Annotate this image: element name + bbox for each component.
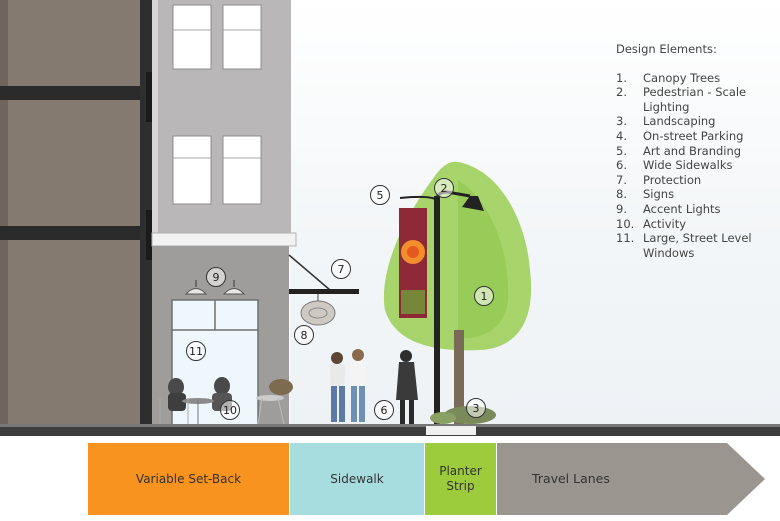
legend-item-number: 10. bbox=[616, 216, 635, 231]
accent-lights bbox=[184, 280, 246, 295]
legend-item-label: Activity bbox=[643, 216, 687, 231]
floor-band bbox=[0, 86, 145, 100]
awning bbox=[288, 254, 359, 294]
marker-accent-lights: 9 bbox=[206, 267, 226, 287]
zone-label: Strip bbox=[446, 479, 475, 493]
travel-lanes-arrow bbox=[497, 443, 765, 515]
legend-item-label: Art and Branding bbox=[643, 143, 742, 158]
legend-item-label: Wide Sidewalks bbox=[643, 158, 733, 173]
pedestrians bbox=[330, 349, 418, 424]
legend-item-label: Canopy Trees bbox=[643, 70, 721, 85]
marker-art-branding: 5 bbox=[370, 185, 390, 205]
zone-label: Travel Lanes bbox=[531, 471, 610, 486]
marker-pedestrian-lighting: 2 bbox=[434, 178, 454, 198]
legend-item-number: 8. bbox=[616, 187, 627, 202]
marker-street-level-windows: 11 bbox=[186, 341, 206, 361]
legend-item-number: 2. bbox=[616, 85, 627, 100]
legend-item: 6. Wide Sidewalks bbox=[616, 158, 780, 173]
zone-label: Planter bbox=[439, 464, 482, 478]
marker-activity: 10 bbox=[220, 400, 240, 420]
curb bbox=[426, 426, 476, 435]
zone-label: Variable Set-Back bbox=[135, 471, 242, 486]
legend-item: 10. Activity bbox=[616, 217, 780, 232]
marker-landscaping: 3 bbox=[466, 398, 486, 418]
zone-label: Sidewalk bbox=[330, 471, 384, 486]
legend-item-label: Accent Lights bbox=[643, 201, 721, 216]
hanging-sign bbox=[300, 294, 336, 326]
upper-windows bbox=[172, 4, 262, 205]
legend-title: Design Elements: bbox=[616, 42, 717, 56]
legend-item: 5. Art and Branding bbox=[616, 144, 780, 159]
marker-signs: 8 bbox=[294, 325, 314, 345]
legend-item: 11. Large, Street Level Windows bbox=[616, 231, 780, 260]
floor-band bbox=[0, 226, 145, 240]
marker-protection: 7 bbox=[331, 259, 351, 279]
legend-item: 1. Canopy Trees bbox=[616, 71, 780, 86]
legend-item-label: On-street Parking bbox=[643, 128, 744, 143]
sidewalk-surface bbox=[0, 424, 780, 427]
legend-item: 7. Protection bbox=[616, 173, 780, 188]
legend-item-number: 5. bbox=[616, 143, 627, 158]
marker-wide-sidewalks: 6 bbox=[374, 400, 394, 420]
adjacent-building bbox=[0, 0, 150, 432]
sky-background bbox=[290, 0, 780, 430]
art-banner bbox=[399, 208, 427, 318]
legend-item-number: 7. bbox=[616, 172, 627, 187]
legend-item-number: 1. bbox=[616, 70, 627, 85]
legend-item: 2. Pedestrian - Scale Lighting bbox=[616, 85, 780, 114]
legend-item-number: 6. bbox=[616, 158, 627, 173]
design-elements-legend: Design Elements: 1. Canopy Trees 2. Pedestr… bbox=[616, 42, 780, 260]
zone-planter-strip: Planter Strip bbox=[425, 443, 496, 515]
cornice bbox=[151, 232, 297, 247]
zone-variable-setback: Variable Set-Back bbox=[88, 443, 289, 515]
legend-item-number: 4. bbox=[616, 128, 627, 143]
marker-canopy-trees: 1 bbox=[474, 286, 494, 306]
legend-item-label: Large, Street Level Windows bbox=[643, 231, 752, 260]
zone-sidewalk: Sidewalk bbox=[290, 443, 424, 515]
zone-travel-lanes: Travel Lanes bbox=[497, 443, 765, 515]
legend-item: 3. Landscaping bbox=[616, 114, 780, 129]
ground-line bbox=[0, 427, 780, 436]
legend-item-label: Landscaping bbox=[643, 114, 716, 129]
legend-item-number: 3. bbox=[616, 114, 627, 129]
legend-list: 1. Canopy Trees 2. Pedestrian - Scale Light… bbox=[616, 71, 780, 261]
legend-item-label: Signs bbox=[643, 187, 675, 202]
legend-item: 8. Signs bbox=[616, 187, 780, 202]
legend-item-label: Protection bbox=[643, 172, 702, 187]
legend-item: 4. On-street Parking bbox=[616, 129, 780, 144]
legend-item-label: Pedestrian - Scale Lighting bbox=[643, 85, 747, 114]
legend-item-number: 9. bbox=[616, 201, 627, 216]
legend-item: 9. Accent Lights bbox=[616, 202, 780, 217]
legend-item-number: 11. bbox=[616, 231, 635, 246]
